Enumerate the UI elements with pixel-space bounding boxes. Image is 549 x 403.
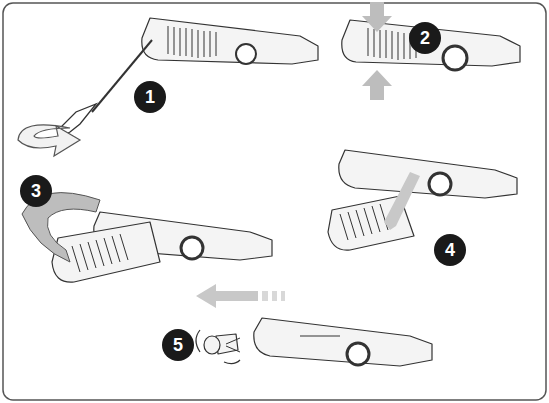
tester-body	[342, 20, 520, 66]
dial	[347, 343, 369, 365]
dial	[429, 173, 451, 195]
rotate-arrow	[18, 125, 80, 156]
screwdriver-handle	[62, 104, 96, 134]
frame	[3, 3, 546, 400]
insert-arrow	[384, 172, 420, 230]
callout-number: 4	[434, 234, 466, 266]
dial	[443, 46, 467, 70]
vents	[340, 204, 388, 240]
dial	[181, 237, 203, 259]
callout-number: 3	[20, 175, 52, 207]
dial	[236, 44, 256, 64]
tester-cover	[52, 222, 160, 282]
press-arrow	[362, 2, 392, 32]
pull-arrow-tail	[262, 291, 285, 301]
vents	[72, 234, 128, 272]
callout-number: 5	[162, 329, 194, 361]
vents	[168, 26, 216, 58]
pull-arrow	[196, 284, 258, 308]
tester-body	[254, 318, 432, 366]
twist-arrows	[196, 330, 240, 364]
contact-lines	[226, 336, 340, 352]
press-arrow	[362, 70, 392, 100]
bulb-glass	[204, 336, 220, 354]
callout-number: 1	[134, 81, 166, 113]
tester-body	[339, 150, 517, 198]
callout-number: 2	[409, 22, 441, 54]
tester-body	[142, 18, 318, 64]
